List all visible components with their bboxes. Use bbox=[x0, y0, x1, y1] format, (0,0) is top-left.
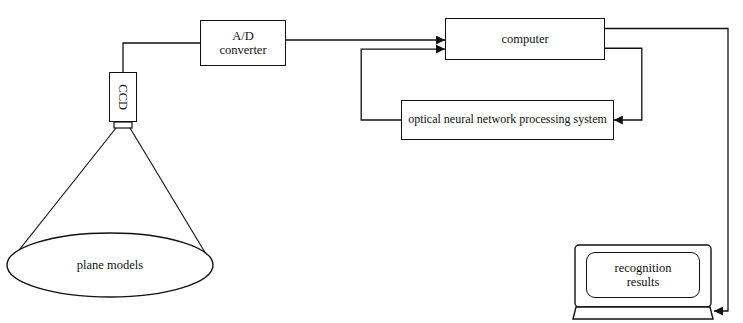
process-box: optical neural network processing system bbox=[401, 100, 614, 140]
connector-line bbox=[286, 39, 445, 40]
node-label: recognition results bbox=[598, 261, 688, 290]
laptop-screen bbox=[575, 245, 711, 307]
process-box: computer bbox=[445, 18, 605, 60]
node-label: optical neural network processing system bbox=[408, 113, 607, 127]
node-label: computer bbox=[501, 32, 548, 46]
connector-line bbox=[123, 43, 200, 72]
node-label: plane models bbox=[77, 258, 143, 272]
laptop-base bbox=[573, 307, 713, 319]
camera-box: CCD bbox=[109, 72, 137, 122]
process-box: A/D converter bbox=[200, 20, 286, 66]
ellipse-shape bbox=[7, 233, 213, 297]
node-label: A/D converter bbox=[212, 29, 274, 58]
screen-panel: recognition results bbox=[586, 252, 700, 298]
laptop-display: recognition results bbox=[572, 243, 714, 321]
node-label: CCD bbox=[116, 84, 130, 110]
object-ellipse: plane models bbox=[6, 232, 214, 298]
camera-lens bbox=[114, 122, 132, 128]
